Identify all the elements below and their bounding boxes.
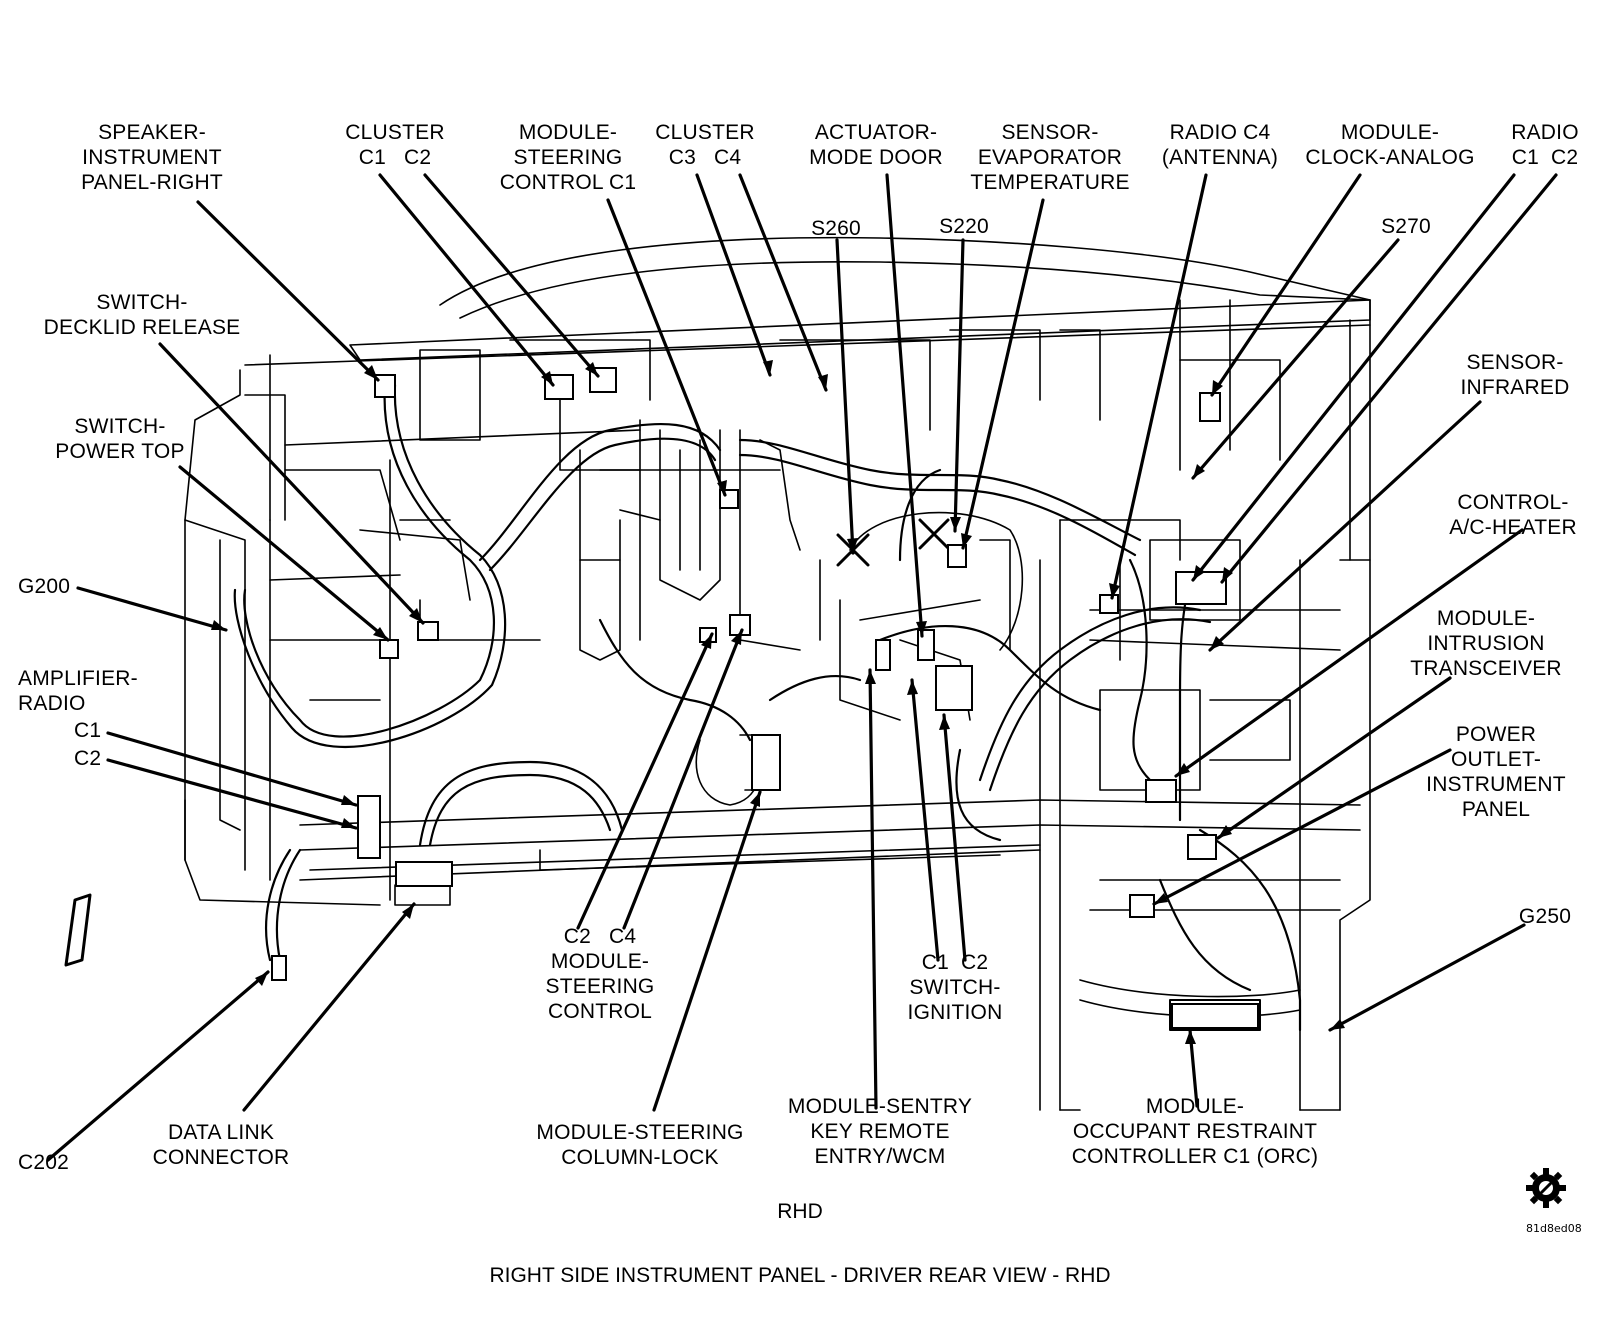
label-module-occupant-restraint-controller: MODULE- OCCUPANT RESTRAINT CONTROLLER C1… <box>1071 1095 1319 1168</box>
label-data-link-connector: DATA LINK CONNECTOR <box>152 1121 290 1169</box>
label-g250: G250 <box>1518 905 1572 928</box>
label-module-steering-column-lock: MODULE-STEERING COLUMN-LOCK <box>536 1121 744 1169</box>
label-cluster-c3-c4: CLUSTER C3 C4 <box>655 121 755 169</box>
label-control-ac-heater: CONTROL- A/C-HEATER <box>1449 491 1577 539</box>
service-gear-icon <box>1526 1168 1566 1208</box>
label-cluster-c1-c2: CLUSTER C1 C2 <box>345 121 445 169</box>
label-switch-power-top: SWITCH- POWER TOP <box>55 415 185 463</box>
label-sensor-evaporator-temperature: SENSOR- EVAPORATOR TEMPERATURE <box>970 121 1130 194</box>
label-amplifier-c2: C2 <box>74 747 102 770</box>
label-module-clock-analog: MODULE- CLOCK-ANALOG <box>1305 121 1475 169</box>
figure-caption: RIGHT SIDE INSTRUMENT PANEL - DRIVER REA… <box>489 1264 1111 1287</box>
label-amplifier-c1: C1 <box>74 719 102 742</box>
label-s260: S260 <box>811 217 861 240</box>
label-radio-c1-c2: RADIO C1 C2 <box>1511 121 1579 169</box>
rhd-label: RHD <box>777 1200 823 1223</box>
label-power-outlet-instrument-panel: POWER OUTLET- INSTRUMENT PANEL <box>1426 723 1566 821</box>
label-s220: S220 <box>939 215 989 238</box>
label-module-sentry-key-remote-entry: MODULE-SENTRY KEY REMOTE ENTRY/WCM <box>787 1095 973 1168</box>
label-s270: S270 <box>1381 215 1431 238</box>
label-c202: C202 <box>18 1151 70 1174</box>
label-sensor-infrared: SENSOR- INFRARED <box>1460 351 1570 399</box>
label-actuator-mode-door: ACTUATOR- MODE DOOR <box>809 121 943 169</box>
label-module-steering-control-c1: MODULE- STEERING CONTROL C1 <box>499 121 637 194</box>
label-radio-c4-antenna: RADIO C4 (ANTENNA) <box>1161 121 1279 169</box>
label-switch-ignition: C1 C2 SWITCH- IGNITION <box>907 951 1003 1024</box>
label-speaker-instrument-panel-right: SPEAKER- INSTRUMENT PANEL-RIGHT <box>81 121 223 194</box>
label-module-steering-control: C2 C4 MODULE- STEERING CONTROL <box>545 925 655 1023</box>
label-module-intrusion-transceiver: MODULE- INTRUSION TRANSCEIVER <box>1410 607 1562 680</box>
figure-code: 81d8ed08 <box>1526 1222 1582 1235</box>
label-g200: G200 <box>18 575 71 598</box>
label-switch-decklid-release: SWITCH- DECKLID RELEASE <box>43 291 241 339</box>
label-amplifier-radio: AMPLIFIER- RADIO <box>18 667 138 715</box>
